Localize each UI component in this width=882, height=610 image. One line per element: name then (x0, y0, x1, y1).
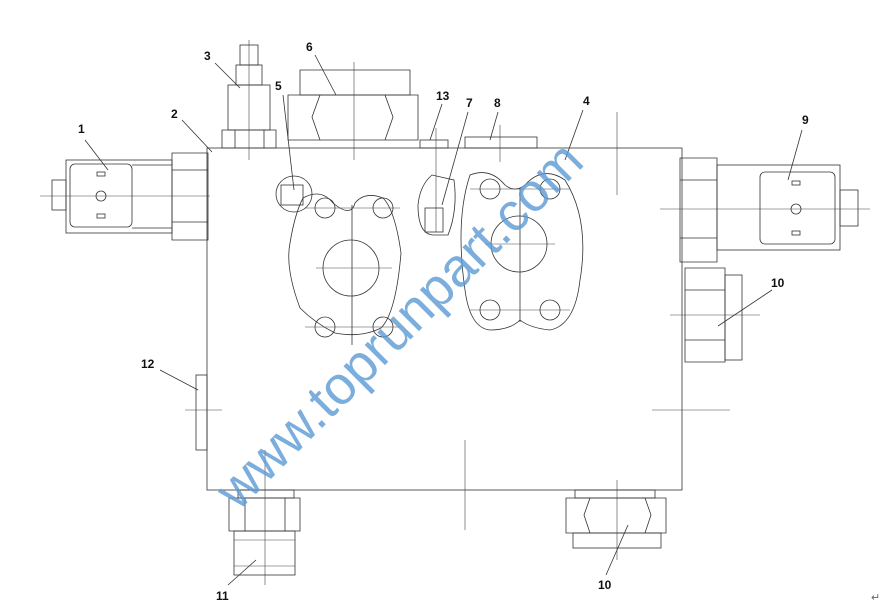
label-3: 3 (204, 49, 211, 63)
fitting-10-bottom (565, 480, 667, 560)
flange-right (460, 172, 584, 331)
label-4: 4 (583, 94, 590, 108)
label-10-bottom: 10 (598, 578, 612, 592)
label-12: 12 (141, 357, 155, 371)
solenoid-right-9 (660, 157, 870, 263)
return-mark: ↵ (871, 592, 880, 604)
label-2: 2 (171, 107, 178, 121)
label-5: 5 (275, 79, 282, 93)
solenoid-left-1 (40, 152, 210, 241)
leader-lines (84, 54, 803, 586)
side-plate-12 (195, 374, 208, 451)
part-13 (419, 139, 449, 149)
label-10-right: 10 (771, 276, 785, 290)
detail-5 (275, 175, 313, 213)
flange-left (288, 193, 402, 345)
detail-7 (417, 174, 456, 236)
label-11: 11 (216, 589, 229, 603)
label-9: 9 (802, 113, 809, 127)
fitting-11 (228, 450, 301, 585)
watermark: www.toprunpart.com (203, 130, 594, 521)
plug-6 (287, 62, 419, 160)
part-8 (464, 136, 538, 149)
label-6: 6 (306, 40, 313, 54)
fitting-10-right (670, 267, 760, 363)
label-8: 8 (494, 96, 501, 110)
label-13: 13 (436, 89, 450, 103)
valve-cartridge-3 (221, 40, 277, 160)
label-7: 7 (466, 96, 473, 110)
label-1: 1 (78, 122, 85, 136)
